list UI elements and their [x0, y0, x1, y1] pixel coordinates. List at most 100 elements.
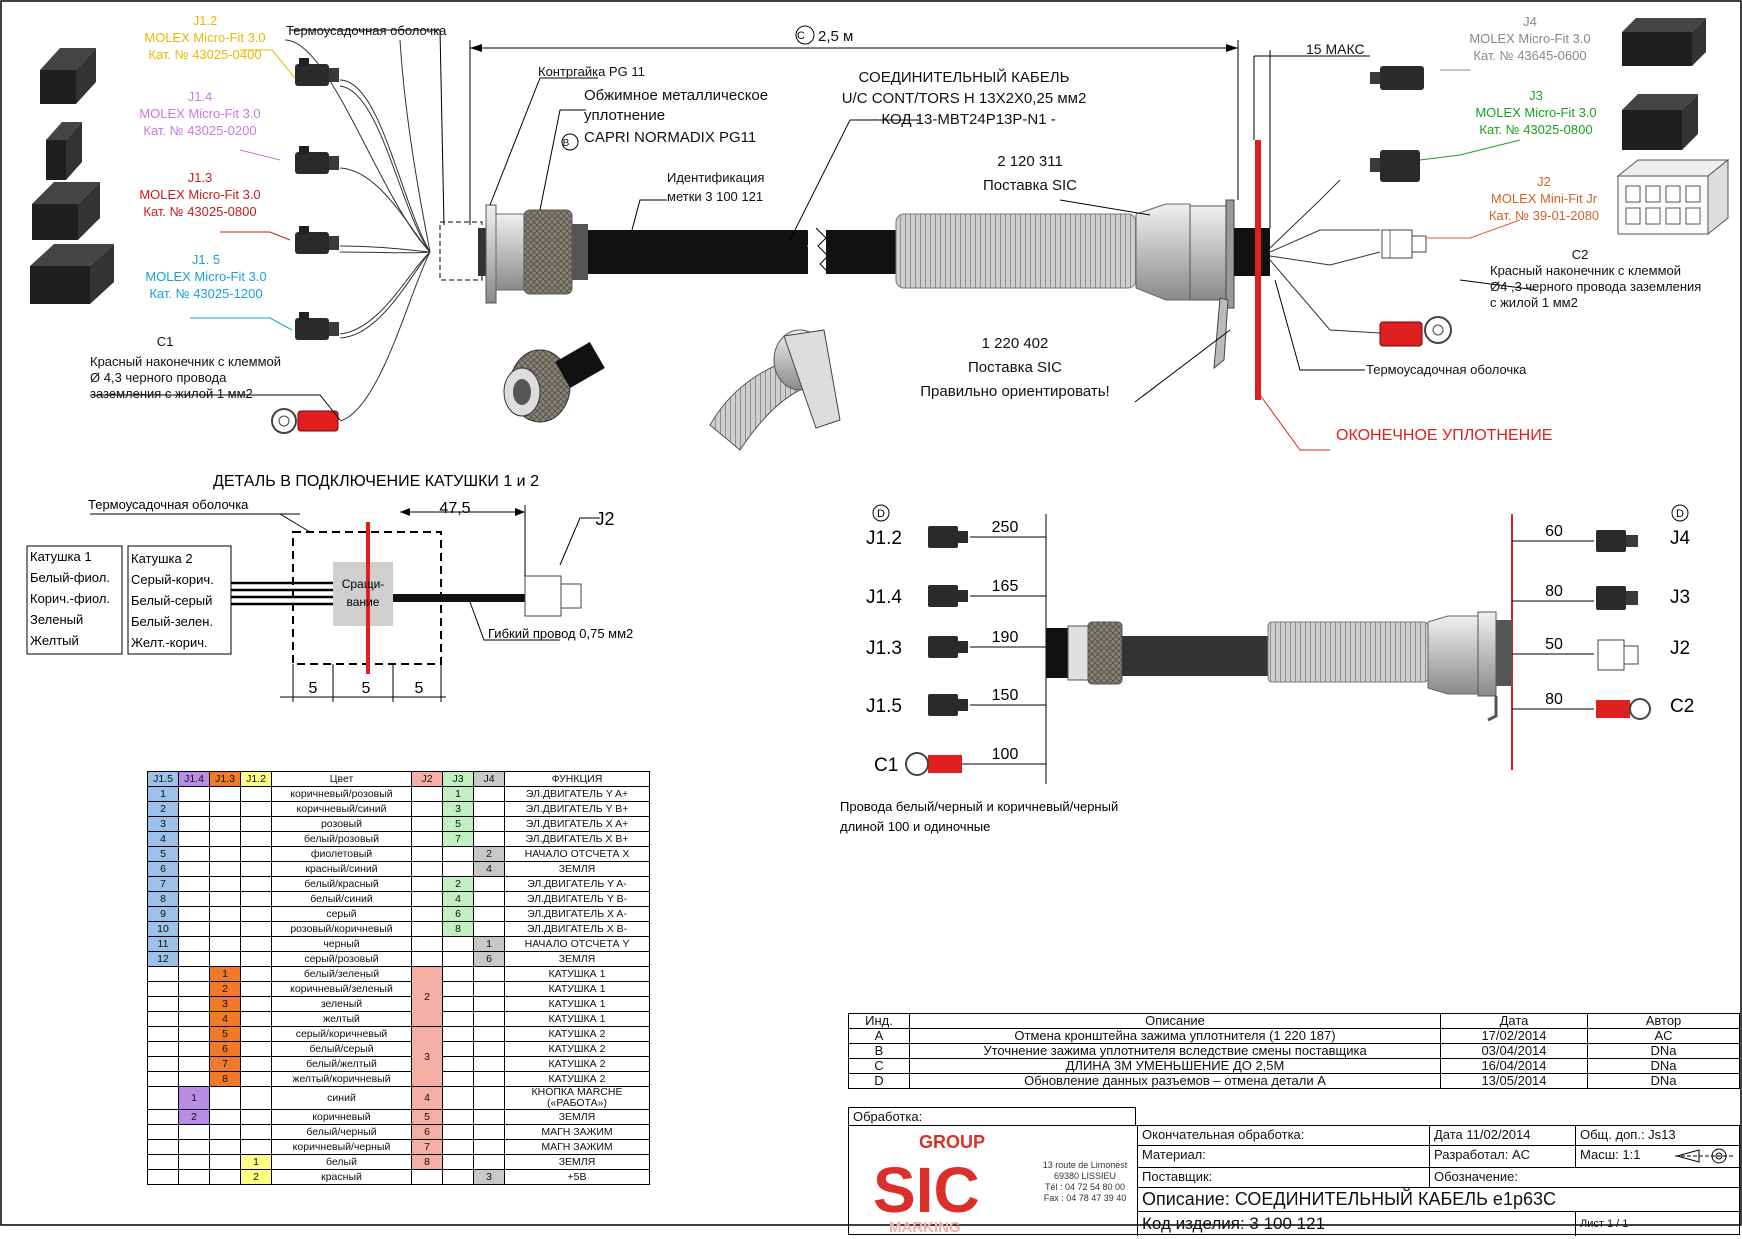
pin-cell	[209, 936, 241, 952]
wire-color-cell: желтый/коричневый	[271, 1071, 412, 1087]
pin-cell	[178, 846, 210, 862]
ref-c-text: C	[797, 30, 805, 42]
pin-cell: 12	[147, 951, 179, 967]
c1-label-4: заземления с жилой 1 мм2	[90, 386, 253, 401]
pin-cell: 7	[209, 1056, 241, 1072]
rev-date: 03/04/2014	[1440, 1043, 1588, 1059]
j13-label-2: MOLEX Micro-Fit 3.0	[139, 187, 260, 202]
pin-cell	[473, 921, 505, 937]
pin-cell	[442, 846, 474, 862]
th-j15: J1.5	[147, 771, 179, 787]
pin-cell	[411, 951, 443, 967]
wire-function-cell: +5В	[504, 1169, 650, 1185]
pin-cell	[473, 1154, 505, 1170]
len-right-value-1: 60	[1545, 523, 1563, 540]
coil2-line-2: Серый-корич.	[131, 572, 214, 587]
c2-label-4: с жилой 1 мм2	[1490, 295, 1578, 310]
len-left-label-2: J1.4	[866, 587, 902, 608]
cable-title-2: U/C CONT/TORS H 13X2X0,25 мм2	[842, 90, 1087, 107]
pin-cell	[178, 786, 210, 802]
wire-function-cell: КАТУШКА 1	[504, 966, 650, 982]
wire-color-cell: белый/зеленый	[271, 966, 412, 982]
j13-label-3: Кат. № 43025-0800	[143, 204, 256, 219]
material-field: Материал:	[1137, 1145, 1429, 1167]
part2-note: Правильно ориентировать!	[920, 383, 1109, 400]
cable-title-1: СОЕДИНИТЕЛЬНЫЙ КАБЕЛЬ	[859, 68, 1070, 86]
wire-color-cell: черный	[271, 936, 412, 952]
pin-cell	[442, 966, 474, 982]
pin-cell	[178, 1026, 210, 1042]
c2-label-3: Ø4 ,3 черного провода заземления	[1490, 279, 1701, 294]
pin-cell: 7	[147, 876, 179, 892]
bracket-tab	[1213, 297, 1229, 370]
wire-color-cell: серый	[271, 906, 412, 922]
cable-black-2	[826, 230, 896, 274]
length-layout	[872, 504, 1689, 784]
ref-d-right: D	[1676, 508, 1684, 520]
wire-fan-left	[284, 39, 431, 422]
pin-cell	[178, 891, 210, 907]
pin-cell	[240, 891, 272, 907]
pin-cell	[147, 1169, 179, 1185]
pin-cell	[473, 906, 505, 922]
corrugated-sleeve	[895, 213, 1137, 289]
wire-color-cell: белый/желтый	[271, 1056, 412, 1072]
len-left-value-4: 150	[992, 687, 1019, 704]
pin-cell	[473, 1041, 505, 1057]
detail-dim-1: 5	[309, 680, 318, 697]
length-label: 2,5 м	[818, 28, 853, 45]
pin-cell	[147, 1154, 179, 1170]
pin-cell: 6	[442, 906, 474, 922]
locknut-label: Контргайка PG 11	[538, 64, 645, 79]
connector-j3	[1370, 150, 1420, 182]
c1-label-2: Красный наконечник с клеммой	[90, 354, 281, 369]
pin-cell	[473, 1124, 505, 1140]
pin-cell	[442, 861, 474, 877]
len-right-label-2: J3	[1670, 587, 1690, 608]
pin-cell: 2	[411, 966, 443, 1027]
pin-cell	[240, 1071, 272, 1087]
pin-cell	[473, 816, 505, 832]
th-j12: J1.2	[240, 771, 272, 787]
pin-cell	[442, 1056, 474, 1072]
title-grid: GROUP SIC MARKING 13 route de Limonest 6…	[848, 1125, 1741, 1236]
pin-cell	[147, 1109, 179, 1125]
length-note-2: длиной 100 и одиночные	[840, 819, 990, 834]
pin-cell	[473, 876, 505, 892]
rev-index: C	[848, 1058, 910, 1074]
wire-color-cell: белый/синий	[271, 891, 412, 907]
j14-label-3: Кат. № 43025-0200	[143, 123, 256, 138]
rev-date: 17/02/2014	[1440, 1028, 1588, 1044]
j2-label-2: MOLEX Mini-Fit Jr	[1491, 191, 1598, 206]
address-2: 69380 LISSIEU	[1054, 1171, 1116, 1181]
bulkhead-plate	[1225, 199, 1235, 309]
wire-function-cell: КНОПКА MARCHE («РАБОТА»)	[504, 1086, 650, 1110]
pin-cell	[147, 1124, 179, 1140]
pin-cell: 11	[147, 936, 179, 952]
len-right-value-3: 50	[1545, 636, 1563, 653]
wire-color-cell: белый	[271, 1154, 412, 1170]
pin-cell: 1	[473, 936, 505, 952]
ident-label-2: метки 3 100 121	[667, 189, 763, 204]
tolerance-field: Общ. доп.: Js13	[1575, 1125, 1741, 1145]
rev-th-author: Автор	[1587, 1013, 1740, 1029]
coil1-line-3: Корич.-фиол.	[30, 591, 110, 606]
pin-cell	[178, 981, 210, 997]
pin-cell	[178, 951, 210, 967]
pin-cell	[411, 1169, 443, 1185]
pin-cell: 4	[147, 831, 179, 847]
pin-cell: 8	[147, 891, 179, 907]
coil2-line-4: Белый-зелен.	[131, 614, 213, 629]
pin-cell	[178, 996, 210, 1012]
pin-cell	[411, 786, 443, 802]
pin-cell	[240, 1041, 272, 1057]
wire-function-cell: КАТУШКА 2	[504, 1056, 650, 1072]
pin-cell: 1	[147, 786, 179, 802]
connector-j4	[1370, 66, 1424, 90]
pin-cell	[473, 1026, 505, 1042]
pin-cell: 6	[411, 1124, 443, 1140]
j4-label-3: Кат. № 43645-0600	[1473, 48, 1586, 63]
